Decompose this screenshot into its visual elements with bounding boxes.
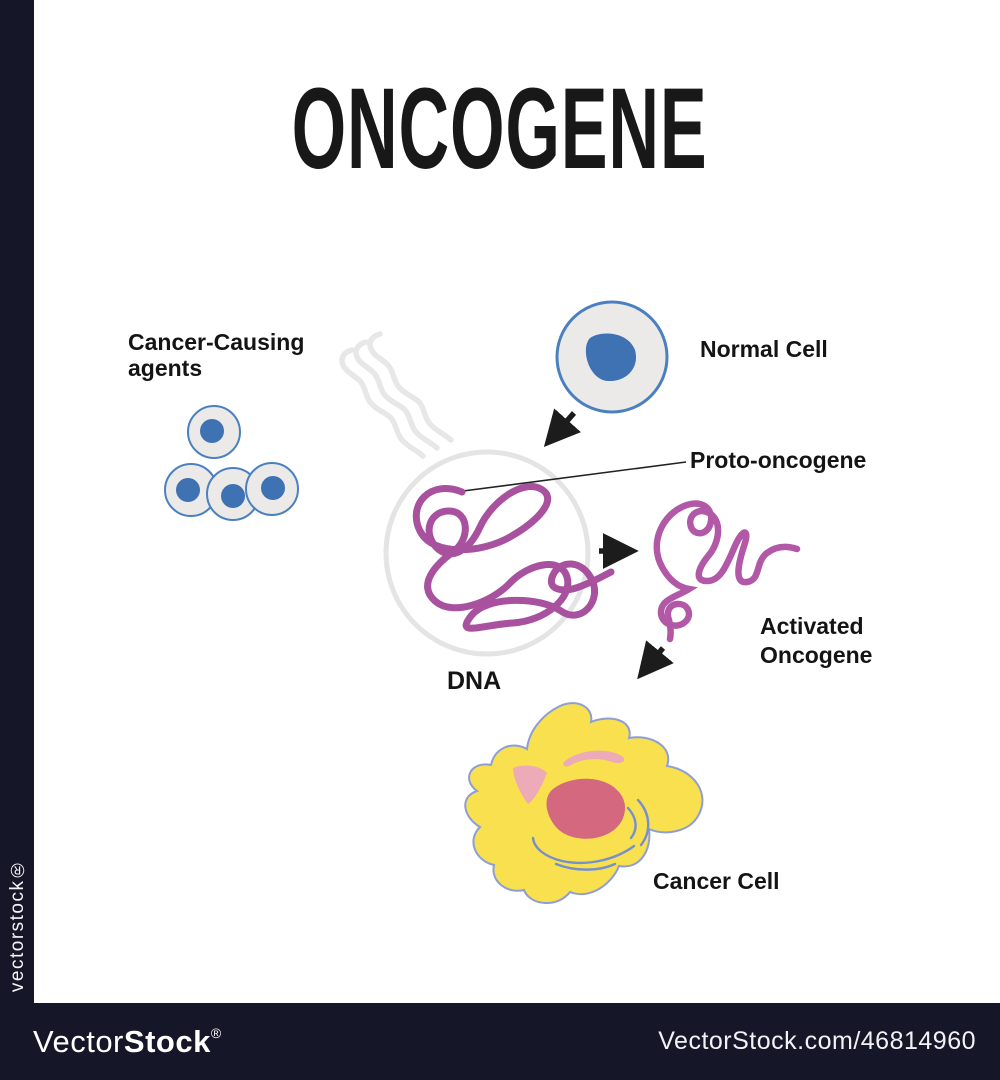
cancer-agents-label: Cancer-Causing agents [128,329,304,382]
agent-cell [187,405,241,459]
agent-cell [245,462,299,516]
registered-mark-icon: ® [210,1025,222,1041]
cancer-cell-label: Cancer Cell [653,868,780,894]
normal-cell-shape [555,300,669,414]
mutagen-waves-icon [342,334,451,456]
watermark-side-bar: vectorstock® [0,0,34,1080]
page-title-wrap: ONCOGENE [0,72,1000,187]
vectorstock-logo-bold: Stock [123,1024,211,1059]
proto-oncogene-tangle [412,483,615,632]
cancer-cell-er-lines [531,798,650,871]
cancer-cell-pink-arc [563,750,625,767]
normal-cell-nucleus [585,333,637,382]
normal-cell-label: Normal Cell [700,336,828,362]
watermark-side-text: vectorstock® [7,856,28,992]
agent-cell [164,463,218,517]
vectorstock-logo-light: Vector [33,1024,124,1059]
cancer-cell-nucleus [546,778,626,839]
dna-label: DNA [447,667,502,695]
arrow-oncogene-to-cancer [637,640,674,680]
activated-oncogene-label-line1: Activated [760,613,864,639]
cancer-agents-label-line1: Cancer-Causing [128,329,305,355]
proto-oncogene-label: Proto-oncogene [690,447,867,473]
agent-cell-nucleus [261,476,285,500]
cancer-agent-cells [164,405,299,521]
agent-cell-nucleus [221,484,245,508]
vectorstock-logo: VectorStock® [33,1026,221,1057]
proto-oncogene-pointer-line [462,461,687,492]
agent-cell-nucleus [200,419,224,443]
cancer-agents-label-line2: agents [128,355,203,382]
watermark-footer-bar: VectorStock® VectorStock.com/46814960 [0,1003,1000,1080]
vectorstock-image-url: VectorStock.com/46814960 [658,1027,976,1055]
page-title: ONCOGENE [292,65,708,194]
activated-oncogene-squiggle [653,500,801,643]
cancer-cell-shape [464,702,704,905]
arrow-normal-to-dna [543,408,581,448]
cancer-cell-pink-triangle [513,765,547,804]
activated-oncogene-label-line2: Oncogene [760,641,873,668]
agent-cell-nucleus [176,478,200,502]
activated-oncogene-label: Activated Oncogene [760,612,872,670]
